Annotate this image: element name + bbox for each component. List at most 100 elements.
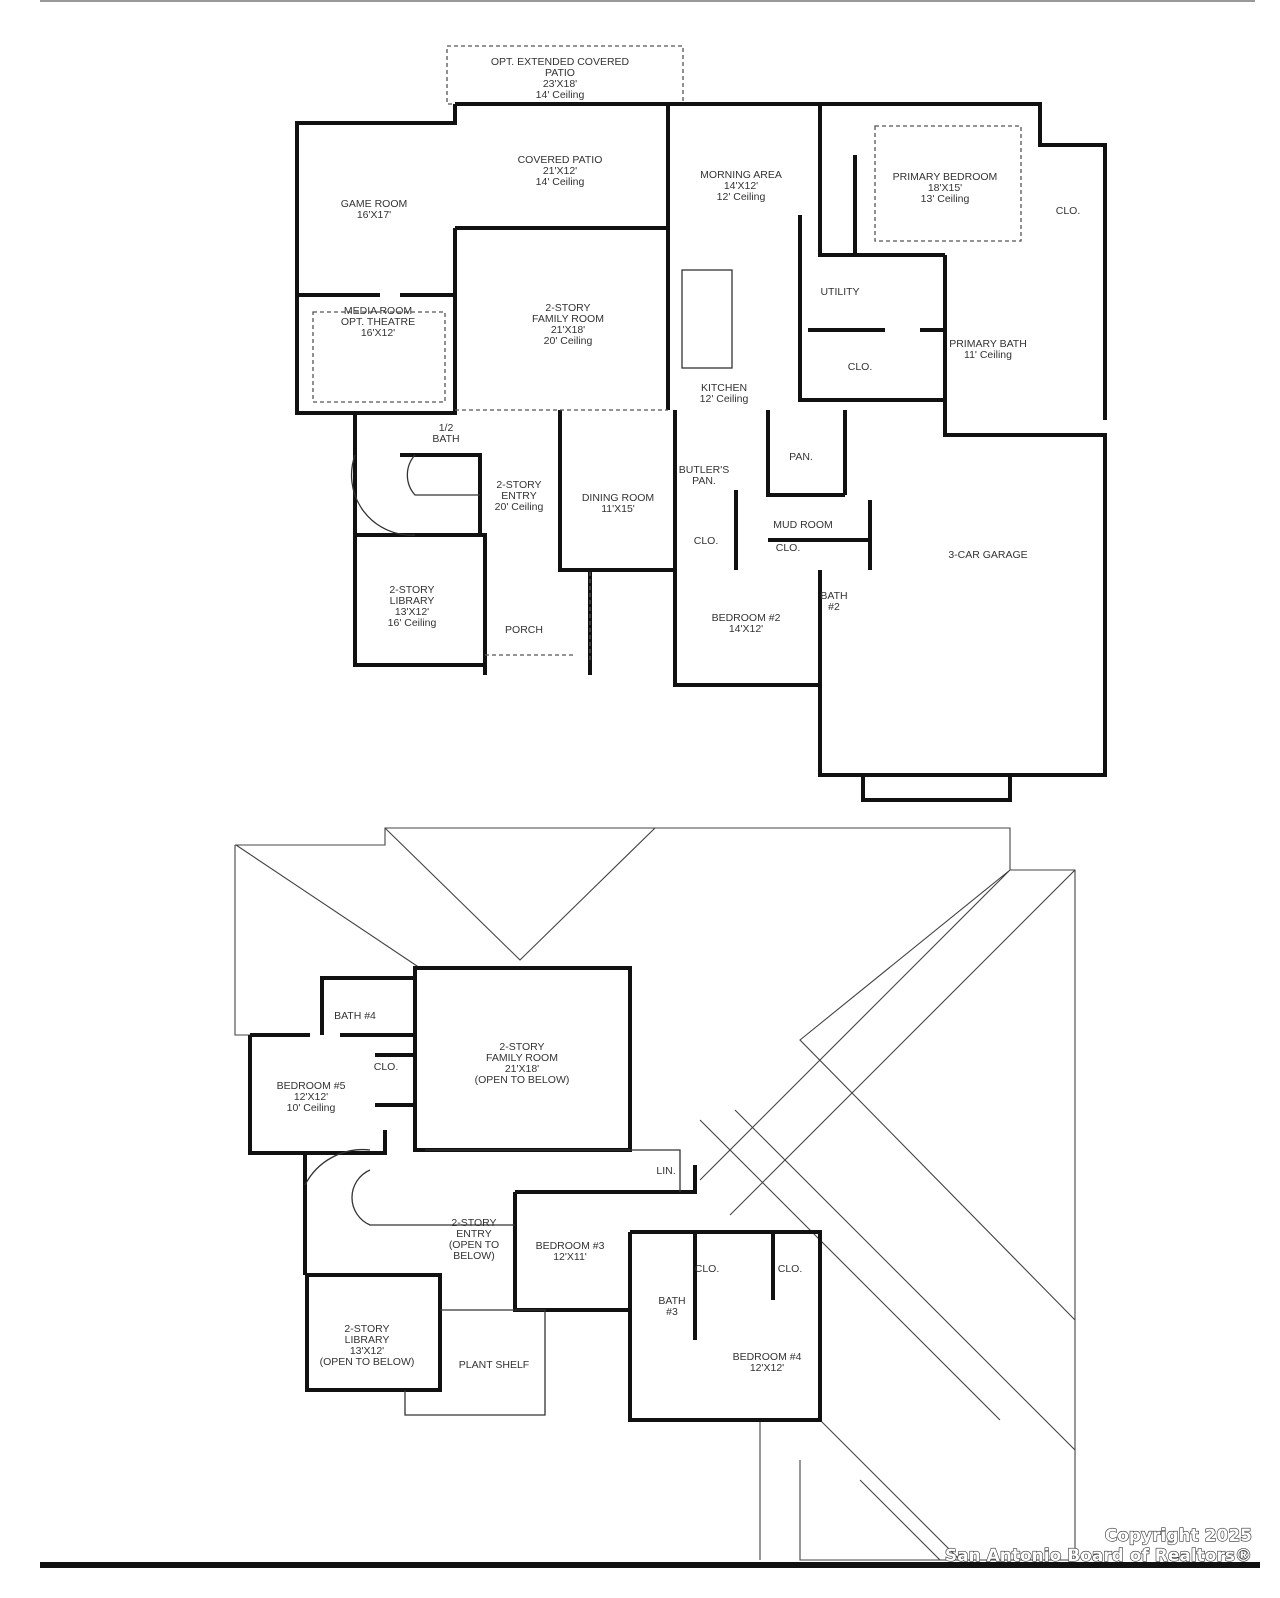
copyright-watermark: Copyright 2025 San Antonio Board of Real… [944,1525,1252,1566]
family-room-label: 2-STORY [545,302,590,314]
ext-patio-label: 23'X18' [543,78,577,90]
library-label: 16' Ceiling [388,617,437,629]
second-floor-plan [234,827,1076,1561]
bedroom5-label: BEDROOM #5 [277,1080,346,1092]
library-label: LIBRARY [390,595,435,607]
ext-patio-label: OPT. EXTENDED COVERED [491,56,630,68]
ext-patio-label: PATIO [545,67,575,79]
copyright-line: Copyright 2025 [1105,1526,1252,1546]
butlers-pantry-label: BUTLER'S [679,464,729,476]
tray-ceiling-outline [312,311,446,403]
game-room-label: GAME ROOM [341,198,408,210]
wall [303,1153,822,1422]
primary-bedroom-label: 13' Ceiling [921,193,970,205]
primary-bedroom-label: PRIMARY BEDROOM [893,171,998,183]
mud-closet-label: CLO. [776,542,801,554]
garage-label: 3-CAR GARAGE [948,549,1027,561]
family-room-label: (OPEN TO BELOW) [475,1074,570,1086]
library-label: 13'X12' [350,1345,384,1357]
media-room-label: OPT. THEATRE [341,316,415,328]
family-room-label: 21'X18' [551,324,585,336]
bedroom2-label: 14'X12' [729,623,763,635]
dining-room-label: DINING ROOM [582,492,654,504]
library-label: 2-STORY [344,1323,389,1335]
pantry-label: PAN. [789,451,813,463]
tray-ceiling-outline [874,125,1022,242]
bedroom5-label: 12'X12' [294,1091,328,1103]
family-room-label: 21'X18' [505,1063,539,1075]
morning-area-label: 14'X12' [724,180,758,192]
bath3-label: #3 [666,1306,678,1318]
bedroom4-label: BEDROOM #4 [733,1351,802,1363]
bed4-closet-label: CLO. [778,1263,803,1275]
library-label: (OPEN TO BELOW) [320,1356,415,1368]
media-room-label: 16'X12' [361,327,395,339]
roof-line [234,827,1076,1561]
library-label: 13'X12' [395,606,429,618]
spiral-stair [350,454,480,536]
wall [297,226,1107,777]
bed2-closet-label: CLO. [694,535,719,547]
mud-room-label: MUD ROOM [773,519,833,531]
bath2-label: BATH [820,590,847,602]
utility-closet-label: CLO. [848,361,873,373]
library-label: 2-STORY [389,584,434,596]
game-room-label: 16'X17' [357,209,391,221]
linen-label: LIN. [656,1165,675,1177]
morning-area-label: MORNING AREA [700,169,782,181]
bed5-closet-label: CLO. [374,1061,399,1073]
bottom-border [40,1562,1260,1568]
morning-area-label: 12' Ceiling [717,191,766,203]
plant-shelf-label: PLANT SHELF [459,1359,529,1371]
family-room-label: 20' Ceiling [544,335,593,347]
family-room-label: 2-STORY [499,1041,544,1053]
entry-label: ENTRY [501,490,536,502]
bedroom4-label: 12'X12' [750,1362,784,1374]
entry-label: BELOW) [453,1250,494,1262]
utility-label: UTILITY [820,286,859,298]
library-label: LIBRARY [345,1334,390,1346]
covered-patio-label: COVERED PATIO [518,154,603,166]
covered-patio-label: 21'X12' [543,165,577,177]
wall [798,104,945,402]
opening-line [455,409,668,660]
butlers-pantry-label: PAN. [692,475,716,487]
bedroom3-label: BEDROOM #3 [536,1240,605,1252]
kitchen-label: 12' Ceiling [700,393,749,405]
bedroom2-label: BEDROOM #2 [712,612,781,624]
covered-patio-label: 14' Ceiling [536,176,585,188]
wall [400,410,872,570]
entry-label: 20' Ceiling [495,501,544,513]
primary-bath-label: 11' Ceiling [964,349,1012,361]
kitchen-label: KITCHEN [701,382,747,394]
first-floor-plan [295,45,1107,802]
bath4-label: BATH #4 [334,1010,376,1022]
entry-label: (OPEN TO [449,1239,499,1251]
media-room-label: MEDIA ROOM [344,305,412,317]
bedroom3-label: 12'X11' [553,1251,587,1263]
bed3-closet-label: CLO. [695,1263,720,1275]
half-bath-label: 1/2 [439,422,454,434]
entry-label: 2-STORY [451,1217,496,1229]
entry-label: 2-STORY [496,479,541,491]
wall [248,976,415,1155]
porch-label: PORCH [505,624,543,636]
primary-bath-label: PRIMARY BATH [949,338,1027,350]
primary-closet-label: CLO. [1056,205,1081,217]
kitchen-island [681,269,733,369]
bath2-label: #2 [828,601,840,613]
family-room-label: FAMILY ROOM [486,1052,558,1064]
bath3-label: BATH [658,1295,685,1307]
family-room-label: FAMILY ROOM [532,313,604,325]
entry-label: ENTRY [456,1228,491,1240]
dining-room-label: 11'X15' [601,503,635,515]
wall [295,102,1107,415]
bedroom5-label: 10' Ceiling [287,1102,336,1114]
ext-patio-label: 14' Ceiling [536,89,585,101]
primary-bedroom-label: 18'X15' [928,182,962,194]
copyright-owner: San Antonio Board of Realtors® [945,1546,1252,1566]
stair-and-rail [304,1148,681,1416]
half-bath-label: BATH [432,433,459,445]
